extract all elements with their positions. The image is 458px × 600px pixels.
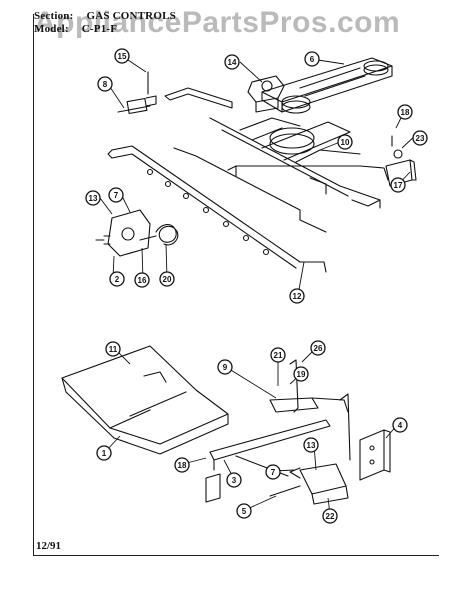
callout-21: 21 [270,347,286,363]
callout-4: 4 [392,417,408,433]
svg-text:10: 10 [341,138,350,147]
svg-text:26: 26 [314,344,323,353]
callout-17: 17 [390,177,406,193]
callout-6: 6 [304,51,320,67]
svg-text:18: 18 [401,108,410,117]
oven-burner-heads [239,95,351,161]
svg-text:7: 7 [271,468,276,477]
pilot-assembly [247,75,285,113]
callout-13-lower: 13 [303,437,319,453]
svg-text:13: 13 [307,441,316,450]
callout-11: 11 [105,341,121,357]
svg-text:21: 21 [274,351,283,360]
manifold-bracket-frame [164,87,381,273]
diagram-frame [33,14,439,556]
callout-8: 8 [97,76,113,92]
callout-18-lower: 18 [174,457,190,473]
svg-text:3: 3 [232,476,237,485]
svg-text:16: 16 [138,276,147,285]
section-label: Section: [34,10,74,22]
mounting-bracket [205,473,221,503]
callout-16: 16 [134,272,150,288]
oven-burner-baffle [61,345,229,455]
model-label: Model: [34,23,69,35]
callout-12: 12 [289,288,305,304]
callout-7-lower: 7 [265,464,281,480]
top-burner-valve [95,209,151,257]
svg-text:22: 22 [326,512,335,521]
callout-9: 9 [217,359,233,375]
callout-3: 3 [226,472,242,488]
callout-5: 5 [236,503,252,519]
watermark: AppliancePartsPros.com [34,6,401,39]
section-heading: Section: GAS CONTROLS [34,10,176,22]
callout-22: 22 [322,508,338,524]
svg-text:23: 23 [416,134,425,143]
svg-text:13: 13 [89,194,98,203]
callout-14: 14 [224,54,240,70]
orifice-fitting [117,95,157,115]
callout-10: 10 [337,134,353,150]
svg-text:7: 7 [114,191,119,200]
ignitor-bracket [385,135,417,187]
callout-2: 2 [109,271,125,287]
callout-18-upper: 18 [397,104,413,120]
svg-text:15: 15 [118,52,127,61]
svg-text:11: 11 [109,345,118,354]
svg-text:4: 4 [398,421,403,430]
svg-text:17: 17 [394,181,403,190]
callout-19: 19 [293,366,309,382]
section-title: GAS CONTROLS [86,10,176,22]
svg-text:8: 8 [103,80,108,89]
svg-text:18: 18 [178,461,187,470]
svg-text:6: 6 [310,55,315,64]
svg-text:20: 20 [163,275,172,284]
flex-gas-coil [139,223,179,246]
svg-text:14: 14 [228,58,237,67]
callout-15: 15 [114,48,130,64]
callout-7-upper: 7 [108,187,124,203]
callout-20: 20 [159,271,175,287]
callout-23: 23 [412,130,428,146]
callout-1: 1 [96,445,112,461]
svg-text:5: 5 [242,507,247,516]
svg-text:9: 9 [223,363,228,372]
svg-text:1: 1 [102,449,107,458]
callout-26: 26 [310,340,326,356]
model-number: C-P1-F [81,23,118,35]
regulator-bracket [359,429,391,481]
svg-text:12: 12 [293,292,302,301]
revision-date: 12/91 [36,540,62,552]
svg-text:19: 19 [297,370,306,379]
gas-manifold-pipe [107,145,301,269]
model-heading: Model: C-P1-F [34,23,117,35]
callout-13-upper: 13 [85,190,101,206]
svg-text:2: 2 [115,275,120,284]
